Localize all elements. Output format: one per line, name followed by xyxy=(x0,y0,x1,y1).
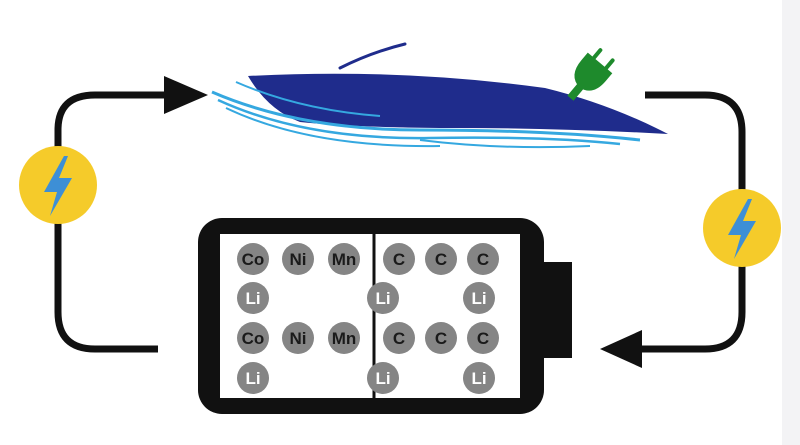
anode-atoms: C C C Li Li C C C xyxy=(367,243,499,394)
atom: Ni xyxy=(282,322,314,354)
atom: Li xyxy=(463,282,495,314)
atom: Li xyxy=(367,362,399,394)
svg-text:C: C xyxy=(435,250,447,269)
atom: C xyxy=(425,243,457,275)
lightning-bolt-icon xyxy=(703,189,781,267)
power-plug-icon xyxy=(567,48,615,101)
svg-text:Li: Li xyxy=(375,289,390,308)
svg-text:Li: Li xyxy=(471,369,486,388)
atom: Mn xyxy=(328,322,360,354)
page-edge-strip xyxy=(782,0,800,445)
atom: Co xyxy=(237,243,269,275)
speedboat-icon xyxy=(211,42,668,149)
svg-text:Ni: Ni xyxy=(290,329,307,348)
atom: Li xyxy=(367,282,399,314)
atom: Li xyxy=(237,362,269,394)
svg-text:C: C xyxy=(435,329,447,348)
atom: Li xyxy=(463,362,495,394)
svg-text:Li: Li xyxy=(245,289,260,308)
loop-left-path xyxy=(54,91,170,353)
atom: C xyxy=(425,322,457,354)
svg-text:C: C xyxy=(477,250,489,269)
cathode-atoms: Co Ni Mn Li Co Ni Mn Li xyxy=(237,243,360,394)
lightning-bolt-icon xyxy=(19,146,97,224)
svg-text:Co: Co xyxy=(242,329,265,348)
arrowhead-to-battery xyxy=(600,330,642,368)
atom: C xyxy=(383,243,415,275)
svg-text:Ni: Ni xyxy=(290,250,307,269)
svg-text:Li: Li xyxy=(375,369,390,388)
svg-text:Li: Li xyxy=(245,369,260,388)
svg-text:C: C xyxy=(393,329,405,348)
atom: Li xyxy=(237,282,269,314)
atom: C xyxy=(467,322,499,354)
svg-text:C: C xyxy=(477,329,489,348)
atom: Mn xyxy=(328,243,360,275)
atom: C xyxy=(467,243,499,275)
svg-text:Mn: Mn xyxy=(332,250,357,269)
atom: Ni xyxy=(282,243,314,275)
arrowhead-to-boat xyxy=(164,76,208,114)
svg-text:Co: Co xyxy=(242,250,265,269)
svg-text:C: C xyxy=(393,250,405,269)
svg-text:Li: Li xyxy=(471,289,486,308)
atom: C xyxy=(383,322,415,354)
atom: Co xyxy=(237,322,269,354)
svg-text:Mn: Mn xyxy=(332,329,357,348)
